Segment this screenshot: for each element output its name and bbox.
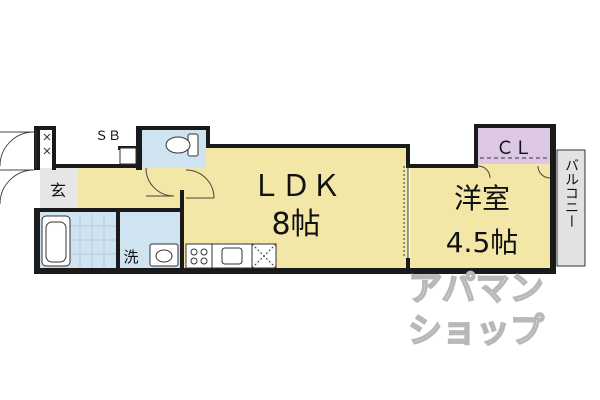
- balcony-fill: [557, 150, 585, 266]
- kitchen-counter: [185, 243, 277, 269]
- stove-icon: [190, 248, 208, 265]
- ldk-label: ＬＤＫ: [251, 169, 341, 204]
- washroom-label: 洗: [123, 248, 138, 266]
- ldk-size-label: 8帖: [271, 207, 320, 242]
- watermark-line2: ショップ: [408, 311, 544, 351]
- closet-label: ＣＬ: [496, 138, 532, 159]
- wash-basin-icon: [149, 243, 179, 267]
- watermark-line1: アパマン: [408, 269, 543, 309]
- door-swings: [0, 131, 551, 205]
- walls: [34, 124, 556, 274]
- toilet-icon: [165, 133, 199, 157]
- balcony-label: バルコニー: [563, 158, 579, 228]
- western-room-size-label: 4.5帖: [446, 226, 519, 259]
- balcony-outline: [556, 149, 586, 267]
- western-room-fill: [410, 164, 554, 268]
- shoe-box-label: ＳＢ: [95, 129, 121, 144]
- bathtub-icon: [41, 215, 71, 267]
- entrance-label: 玄: [50, 181, 66, 200]
- window-marks: [35, 130, 409, 258]
- western-room-label: 洋室: [454, 182, 510, 215]
- bath-tiles: [70, 214, 116, 268]
- hallway-fill: [78, 168, 184, 208]
- entrance-floor: [40, 168, 78, 208]
- shoe-box: [119, 147, 137, 165]
